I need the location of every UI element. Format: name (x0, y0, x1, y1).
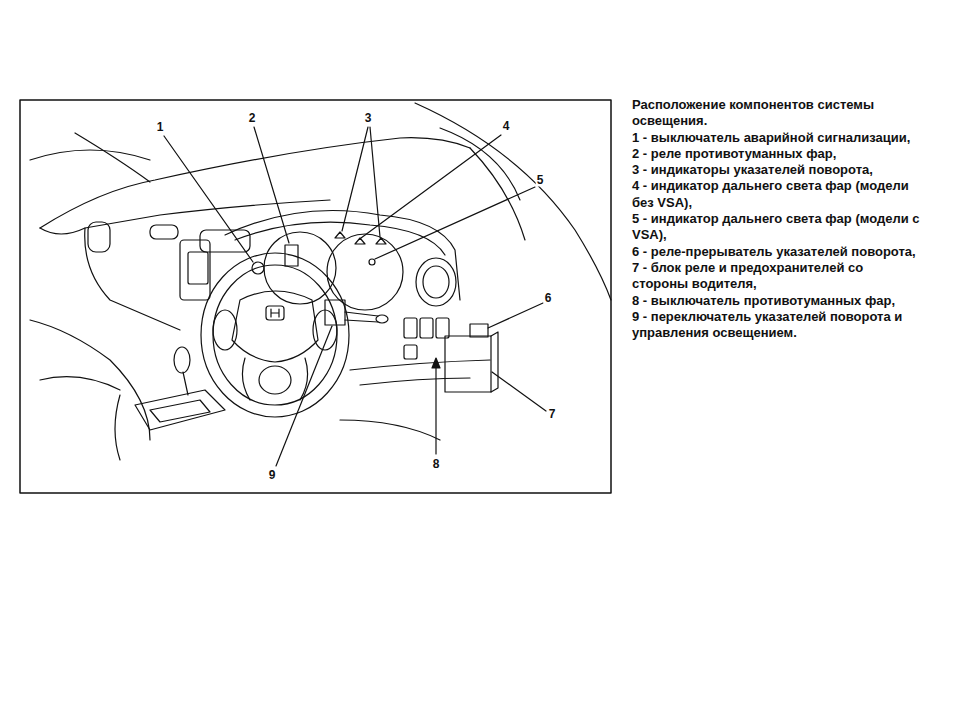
air-vent (150, 225, 178, 239)
legend-item: 9 - переключатель указателей поворота и … (632, 309, 922, 342)
high-beam-indicator (355, 238, 365, 244)
legend-item: 6 - реле-прерыватель указателей поворота… (632, 244, 922, 260)
steering-wheel (201, 253, 349, 417)
legend-item: 4 - индикатор дальнего света фар (модели… (632, 178, 922, 211)
legend-item: 2 - реле противотуманных фар, (632, 146, 922, 162)
fuse-box (445, 336, 491, 392)
air-vent (88, 222, 110, 252)
callout-number: 6 (544, 292, 553, 305)
legend-item: 1 - выключатель аварийной сигнализации, (632, 130, 922, 146)
callout-number: 9 (268, 469, 277, 482)
flasher-relay (470, 324, 488, 337)
turn-indicator (335, 232, 345, 238)
callout-number: 4 (502, 120, 511, 133)
callout-number: 2 (248, 112, 257, 125)
callout-number: 5 (536, 174, 545, 187)
legend-item: 5 - индикатор дальнего света фар (модели… (632, 211, 922, 244)
legend-item: 8 - выключатель противотуманных фар, (632, 293, 922, 309)
callout-number: 7 (548, 408, 557, 421)
frame (20, 100, 611, 493)
callout-number: 3 (364, 112, 373, 125)
callout-number: 1 (156, 121, 165, 134)
legend-item: 3 - индикаторы указателей поворота, (632, 162, 922, 178)
callout-number: 8 (432, 458, 441, 471)
turn-indicator (376, 238, 386, 244)
legend-title: Расположение компонентов системы освещен… (632, 97, 922, 130)
high-beam-indicator (369, 259, 375, 265)
combination-switch (325, 300, 345, 325)
legend-column: Расположение компонентов системы освещен… (632, 97, 922, 341)
legend-item: 7 - блок реле и предохранителей со сторо… (632, 260, 922, 293)
